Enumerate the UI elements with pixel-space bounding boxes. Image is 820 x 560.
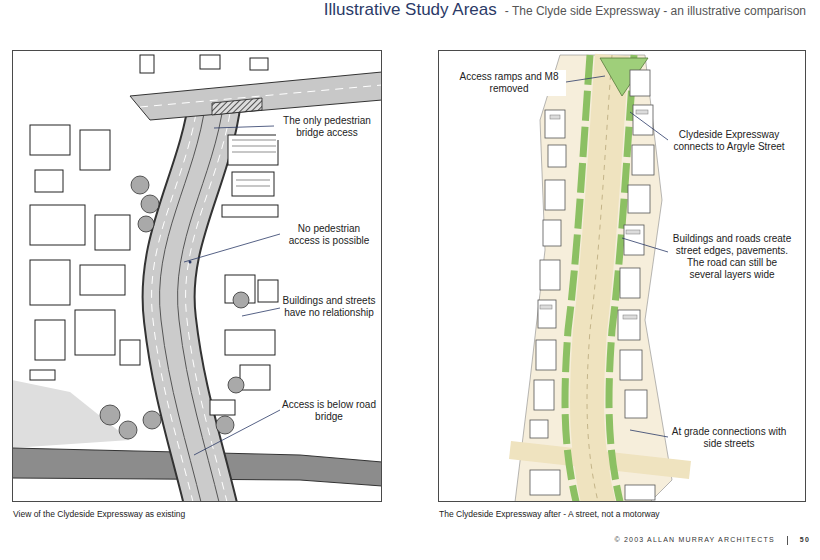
- leader-lines: [566, 76, 668, 437]
- footer-separator: [787, 536, 788, 545]
- copyright-note: © 2003 ALLAN MURRAY ARCHITECTS: [614, 536, 774, 543]
- callout-note: Access is below road bridge: [280, 398, 378, 424]
- callout-note: At grade connections with side streets: [668, 425, 790, 451]
- callout-note: The only pedestrian bridge access: [276, 114, 378, 140]
- leader-lines: [184, 126, 280, 455]
- callout-note: Access ramps and M8 removed: [452, 70, 566, 96]
- existing-illustration: [12, 55, 382, 502]
- page-title: Illustrative Study Areas: [324, 0, 497, 19]
- panel-caption: View of the Clydeside Expressway as exis…: [13, 509, 185, 519]
- page-number: 50: [800, 536, 810, 543]
- callout-note: Clydeside Expressway connects to Argyle …: [668, 128, 790, 154]
- page-footer: © 2003 ALLAN MURRAY ARCHITECTS 50: [614, 536, 810, 545]
- panel-caption: The Clydeside Expressway after - A stree…: [439, 509, 660, 519]
- page-subtitle: - The Clyde side Expressway - an illustr…: [505, 4, 806, 18]
- callout-note: Buildings and roads create street edges,…: [668, 232, 796, 282]
- callout-note: Buildings and streets have no relationsh…: [280, 294, 378, 320]
- page-header: Illustrative Study Areas - The Clyde side…: [324, 0, 806, 20]
- after-illustration: [510, 55, 690, 502]
- callout-note: No pedestrian access is possible: [280, 222, 378, 248]
